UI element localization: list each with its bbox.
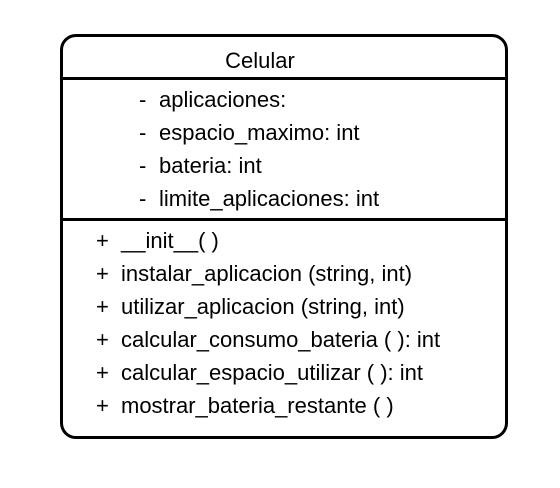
public-visibility-marker: +: [96, 261, 109, 286]
name-divider: [63, 77, 505, 80]
attribute-text: aplicaciones:: [159, 87, 287, 112]
method-row: + calcular_consumo_bateria ( ): int: [63, 326, 505, 359]
method-text: calcular_espacio_utilizar ( ): int: [121, 360, 424, 385]
attributes-divider: [63, 218, 505, 221]
public-visibility-marker: +: [96, 228, 109, 253]
attributes-compartment: -aplicaciones: -espacio_maximo: int -bat…: [63, 86, 505, 218]
method-text: utilizar_aplicacion (string, int): [121, 294, 405, 319]
methods-compartment: + __init__( ) + instalar_aplicacion (strin…: [63, 227, 505, 425]
uml-class-box: Celular -aplicaciones: -espacio_maximo: …: [60, 34, 508, 439]
attribute-text: bateria: int: [159, 153, 262, 178]
method-row: + __init__( ): [63, 227, 505, 260]
private-visibility-marker: -: [139, 153, 147, 178]
method-row: + calcular_espacio_utilizar ( ): int: [63, 359, 505, 392]
method-row: + mostrar_bateria_restante ( ): [63, 392, 505, 425]
method-row: + utilizar_aplicacion (string, int): [63, 293, 505, 326]
class-name: Celular: [225, 48, 295, 73]
private-visibility-marker: -: [139, 87, 147, 112]
public-visibility-marker: +: [96, 393, 109, 418]
attribute-text: limite_aplicaciones: int: [159, 186, 380, 211]
attribute-row: -bateria: int: [63, 152, 505, 185]
private-visibility-marker: -: [139, 186, 147, 211]
method-text: instalar_aplicacion (string, int): [121, 261, 413, 286]
public-visibility-marker: +: [96, 327, 109, 352]
method-text: __init__( ): [121, 228, 219, 253]
attribute-row: -limite_aplicaciones: int: [63, 185, 505, 218]
private-visibility-marker: -: [139, 120, 147, 145]
method-row: + instalar_aplicacion (string, int): [63, 260, 505, 293]
attribute-row: -espacio_maximo: int: [63, 119, 505, 152]
method-text: mostrar_bateria_restante ( ): [121, 393, 394, 418]
method-text: calcular_consumo_bateria ( ): int: [121, 327, 441, 352]
attribute-text: espacio_maximo: int: [159, 120, 360, 145]
attribute-row: -aplicaciones:: [63, 86, 505, 119]
public-visibility-marker: +: [96, 360, 109, 385]
public-visibility-marker: +: [96, 294, 109, 319]
